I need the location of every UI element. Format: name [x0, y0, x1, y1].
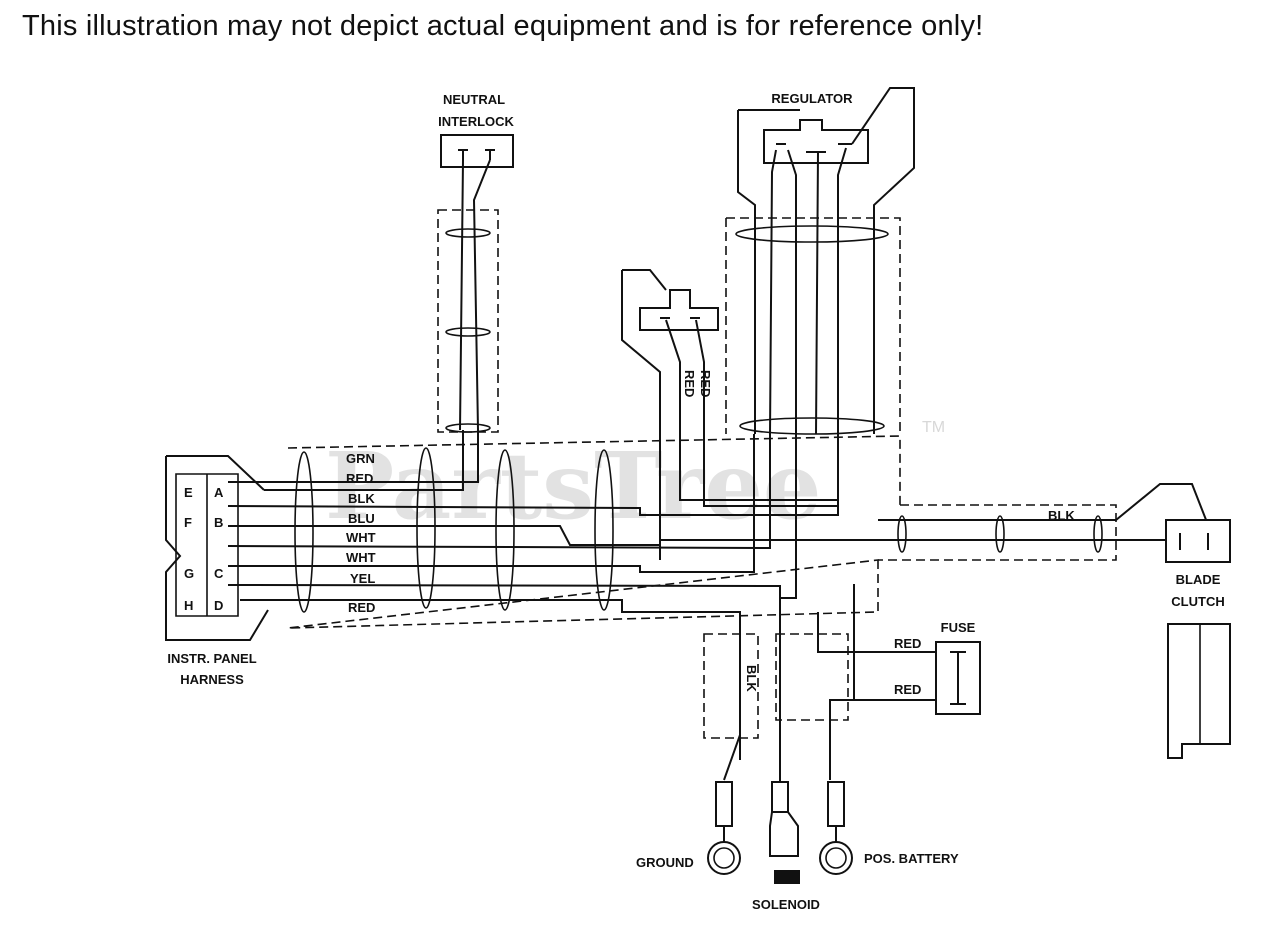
blade-clutch-label-2: CLUTCH [1171, 594, 1224, 609]
red-wire-label-a: RED [682, 370, 697, 397]
blade-clutch: BLK BLADE CLUTCH [660, 483, 1231, 759]
pin-h: H [184, 598, 193, 613]
wire-label-wht-2: WHT [346, 550, 376, 565]
solenoid-label: SOLENOID [752, 897, 820, 912]
pin-d: D [214, 598, 223, 613]
wire-label-wht-1: WHT [346, 530, 376, 545]
pin-a: A [214, 485, 224, 500]
pin-g: G [184, 566, 194, 581]
red-wire-label-b: RED [698, 370, 713, 397]
blk-ground-label: BLK [744, 665, 759, 692]
regulator: REGULATOR [725, 87, 915, 436]
harness-loops [294, 447, 614, 613]
fuse-red-bottom-label: RED [894, 682, 921, 697]
pos-battery-label: POS. BATTERY [864, 851, 959, 866]
fuse-red-top-label: RED [894, 636, 921, 651]
neutral-interlock-label-2: INTERLOCK [438, 114, 514, 129]
fuse-label: FUSE [941, 620, 976, 635]
instr-panel-label-2: HARNESS [180, 672, 244, 687]
disclaimer-text: This illustration may not depict actual … [22, 10, 984, 42]
blade-clutch-label-1: BLADE [1176, 572, 1221, 587]
small-connector: RED RED [621, 269, 838, 560]
wire-label-blk: BLK [348, 491, 375, 506]
wire-label-red-2: RED [348, 600, 375, 615]
pin-b: B [214, 515, 223, 530]
instr-panel-label-1: INSTR. PANEL [167, 651, 256, 666]
wire-label-blu: BLU [348, 511, 375, 526]
watermark-tm: TM [922, 419, 945, 436]
ground-label: GROUND [636, 855, 694, 870]
regulator-label: REGULATOR [771, 91, 853, 106]
pin-f: F [184, 515, 192, 530]
pin-c: C [214, 566, 224, 581]
wire-label-yel: YEL [350, 571, 375, 586]
neutral-interlock: NEUTRAL INTERLOCK [437, 92, 515, 433]
pin-e: E [184, 485, 193, 500]
instr-panel-connector: E F G H A B C D INSTR. PANEL HARNESS [165, 455, 269, 687]
main-harness-boundary [287, 435, 901, 629]
wire-label-grn: GRN [346, 451, 375, 466]
watermark-text: PartsTree [325, 432, 821, 540]
blk-clutch-label: BLK [1048, 508, 1075, 523]
neutral-interlock-label-1: NEUTRAL [443, 92, 505, 107]
wire-label-red-1: RED [346, 471, 373, 486]
lower-branches: BLK RED RED FUSE GROUND SOLENOID POS. BA… [636, 584, 981, 912]
